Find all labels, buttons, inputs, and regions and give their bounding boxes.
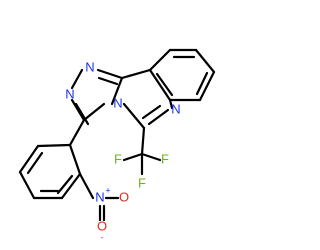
pyrimidine-nitrogen-label: N: [171, 101, 180, 116]
nitrophenyl-group: [18, 118, 95, 200]
triazole-ring: [70, 68, 124, 126]
nitro-nitrogen-charge-label: +: [105, 185, 110, 195]
nitro-oxygen-double-label: O: [119, 189, 129, 204]
nitro-group-bonds: [98, 196, 120, 222]
bridgehead-nitrogen-label: N: [113, 95, 122, 110]
fluorine-1-label: F: [114, 151, 122, 166]
triazole-nitrogen-1-label: N: [85, 59, 94, 74]
nitro-oxygen-charge-label: -: [101, 232, 104, 242]
nitro-nitrogen-label: N: [95, 189, 104, 204]
chemical-structure-canvas: N N N N F F F N + O O -: [18, 48, 216, 243]
fluorine-3-label: F: [138, 175, 146, 190]
nitro-oxygen-single-label: O: [97, 218, 107, 233]
fluorine-2-label: F: [161, 151, 169, 166]
molecule-drawing: N N N N F F F N + O O -: [18, 48, 216, 242]
trifluoromethyl-group: [122, 126, 162, 176]
benzo-ring: [148, 48, 216, 102]
pyrimidine-ring: [110, 68, 174, 130]
triazole-nitrogen-2-label: N: [65, 86, 74, 101]
